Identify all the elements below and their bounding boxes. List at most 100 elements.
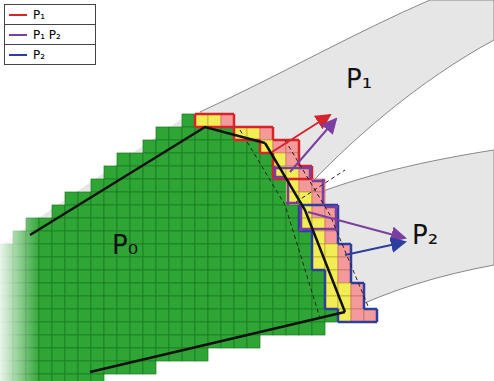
grid-cell <box>325 231 338 244</box>
grid-cell <box>104 309 117 322</box>
grid-cell <box>273 283 286 296</box>
grid-cell <box>91 348 104 361</box>
grid-cell <box>234 192 247 205</box>
legend-row: P₁ P₂ <box>5 25 95 45</box>
grid-cell <box>156 205 169 218</box>
grid-cell <box>208 309 221 322</box>
grid-cell <box>221 114 234 127</box>
grid-cell <box>208 283 221 296</box>
grid-cell <box>91 322 104 335</box>
grid-cell <box>130 179 143 192</box>
legend-line <box>9 34 27 36</box>
grid-cell <box>169 309 182 322</box>
grid-cell <box>182 218 195 231</box>
grid-cell <box>104 348 117 361</box>
grid-cell <box>104 322 117 335</box>
grid-cell <box>91 283 104 296</box>
grid-cell <box>221 218 234 231</box>
grid-cell <box>208 140 221 153</box>
grid-cell <box>221 231 234 244</box>
grid-cell <box>52 335 65 348</box>
grid-cell <box>208 322 221 335</box>
grid-cell <box>273 218 286 231</box>
grid-cell <box>286 270 299 283</box>
grid-cell <box>143 231 156 244</box>
grid-cell <box>104 205 117 218</box>
grid-cell <box>260 127 273 140</box>
grid-cell <box>91 296 104 309</box>
grid-cell <box>130 283 143 296</box>
grid-cell <box>299 244 312 257</box>
grid-cell <box>195 270 208 283</box>
grid-cell <box>247 309 260 322</box>
grid-cell <box>234 231 247 244</box>
grid-cell <box>195 309 208 322</box>
grid-cell <box>130 309 143 322</box>
grid-cell <box>221 283 234 296</box>
grid-cell <box>260 309 273 322</box>
grid-cell <box>156 192 169 205</box>
legend: P₁P₁ P₂P₂ <box>4 4 96 65</box>
grid-cell <box>117 192 130 205</box>
blue-arrow <box>345 242 405 255</box>
grid-cell <box>182 296 195 309</box>
grid-cell <box>273 257 286 270</box>
grid-cell <box>52 348 65 361</box>
grid-cell <box>39 335 52 348</box>
grid-cell <box>143 166 156 179</box>
grid-cell <box>286 283 299 296</box>
grid-cell <box>234 140 247 153</box>
grid-cell <box>247 179 260 192</box>
dashed-line <box>240 130 320 318</box>
grid-cell <box>143 192 156 205</box>
grid-cell <box>39 322 52 335</box>
grid-cell <box>91 257 104 270</box>
grid-cell <box>65 192 78 205</box>
grid-cell <box>65 348 78 361</box>
grid-cell <box>182 309 195 322</box>
grid-cell <box>234 322 247 335</box>
grid-cell <box>351 283 364 296</box>
grid-cell <box>117 322 130 335</box>
grid-cell <box>91 335 104 348</box>
grid-cell <box>247 192 260 205</box>
grid-cell <box>117 257 130 270</box>
grid-cell <box>221 205 234 218</box>
grid-cell <box>65 231 78 244</box>
grid-cell <box>156 244 169 257</box>
grid-cell <box>39 309 52 322</box>
grid-cell <box>234 244 247 257</box>
grid-cell <box>104 218 117 231</box>
grid-cell <box>351 296 364 309</box>
grid-cell <box>169 322 182 335</box>
grid-cell <box>104 257 117 270</box>
grid-cell <box>104 270 117 283</box>
grid-cell <box>221 192 234 205</box>
grid-cell <box>156 309 169 322</box>
grid-cell <box>182 270 195 283</box>
grid-cell <box>312 270 325 283</box>
grid-cell <box>273 231 286 244</box>
grid-cell <box>143 244 156 257</box>
grid-cell <box>182 153 195 166</box>
grid-cell <box>182 335 195 348</box>
purple-arrow <box>308 212 405 238</box>
grid-cell <box>65 374 78 381</box>
grid-cell <box>273 270 286 283</box>
legend-text: P₁ P₂ <box>33 28 61 42</box>
grid-cell <box>208 257 221 270</box>
grid-cell <box>338 283 351 296</box>
grid-cell <box>260 270 273 283</box>
grid-cell <box>260 205 273 218</box>
partition-label: P₂ <box>412 222 438 248</box>
grid-cell <box>143 283 156 296</box>
grid-cell <box>169 179 182 192</box>
grid-cell <box>104 296 117 309</box>
grid-cell <box>195 114 208 127</box>
grid-cell <box>195 296 208 309</box>
grid-cell <box>130 205 143 218</box>
grid-cell <box>182 179 195 192</box>
grid-cell <box>117 296 130 309</box>
grid-cell <box>364 309 377 322</box>
grid-cell <box>182 244 195 257</box>
